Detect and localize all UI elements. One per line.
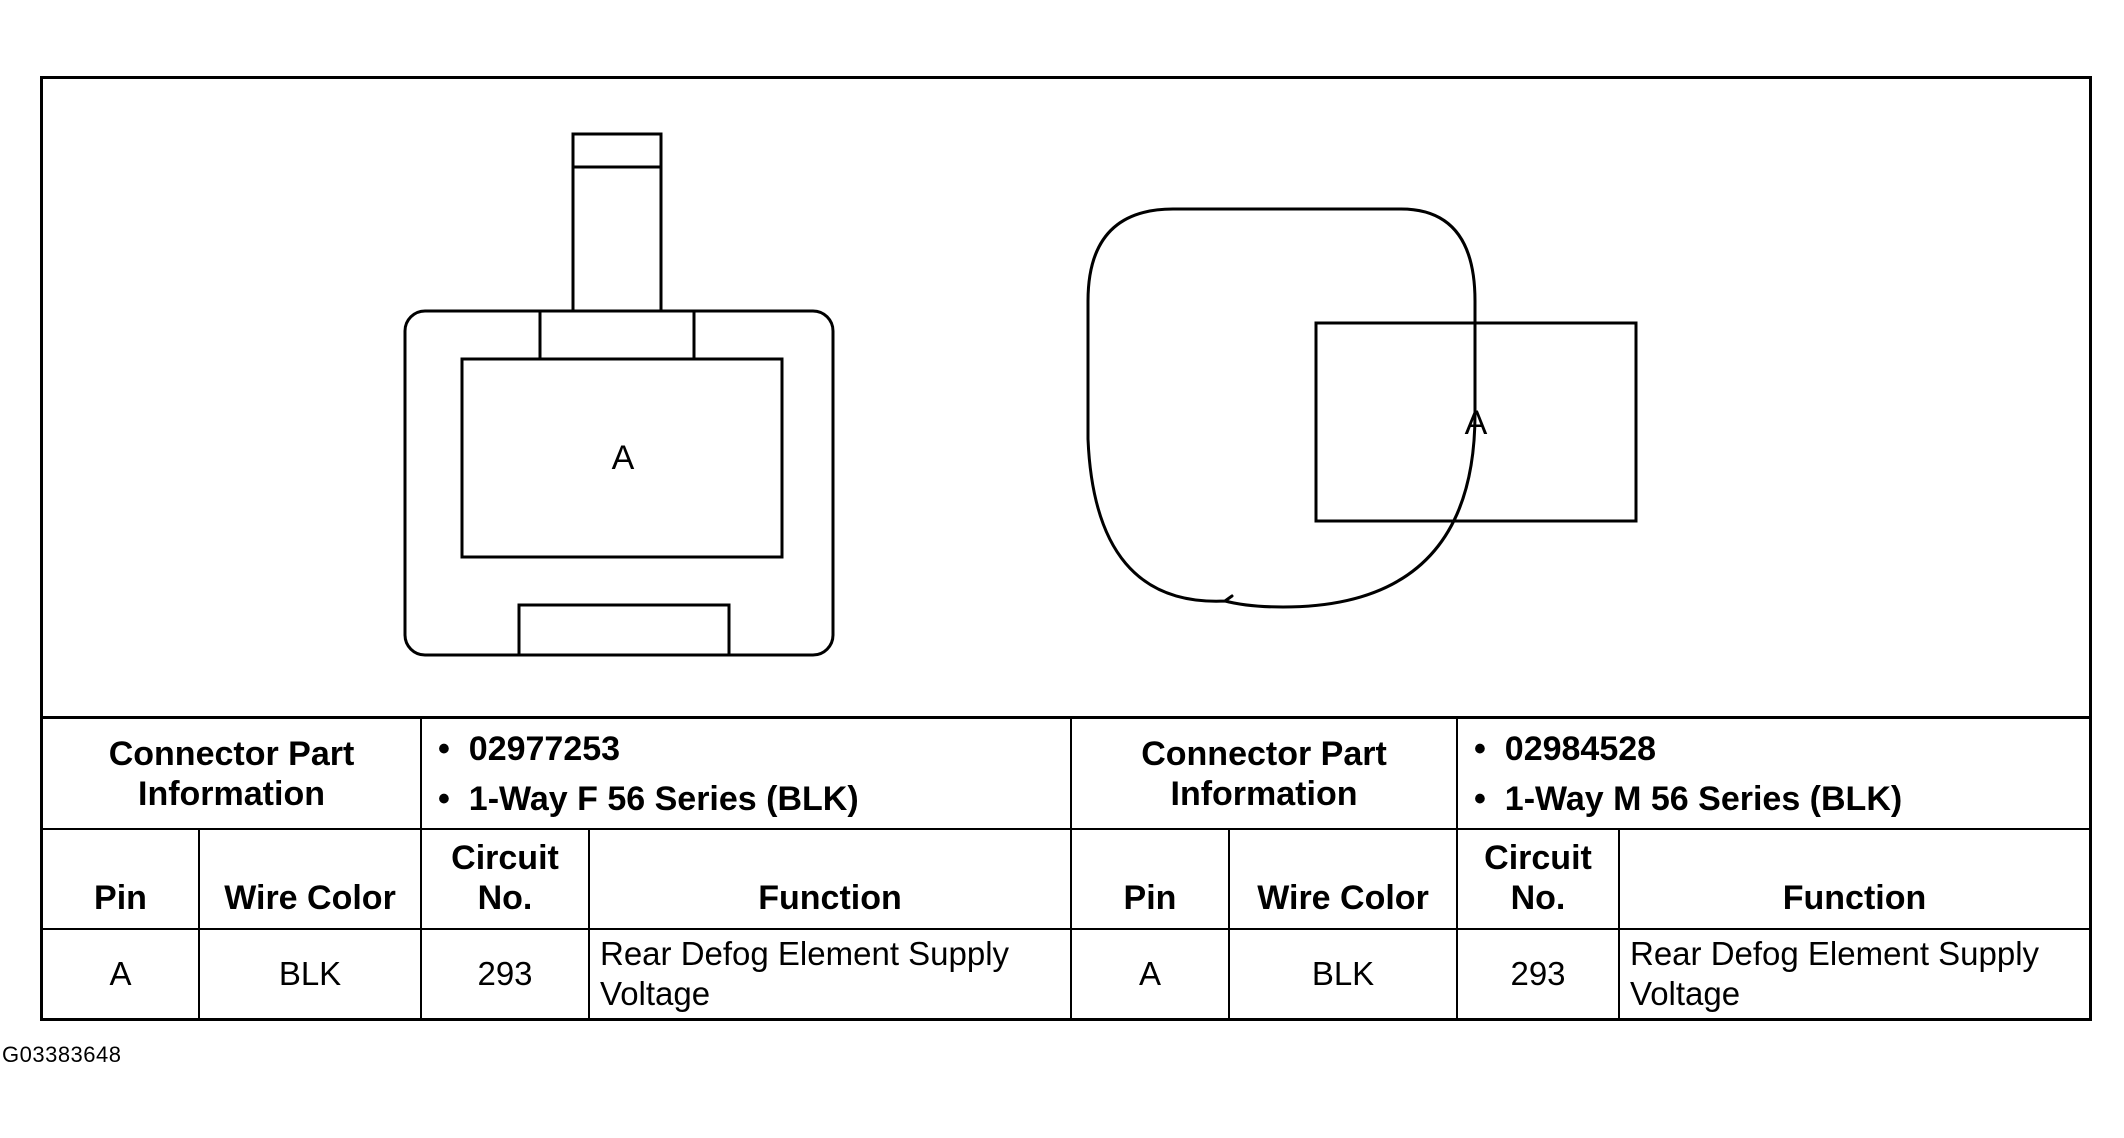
connector-drawing-area: A A [43, 79, 2089, 716]
female-connector-pin-label: A [612, 439, 635, 477]
female-connector-diagram: A [403, 132, 835, 657]
figure-id: G03383648 [2, 1042, 122, 1067]
part-description-1: 1-Way F 56 Series (BLK) [438, 774, 1060, 824]
wire-color-header-2: Wire Color [1228, 828, 1458, 930]
connector-part-info-label-1: Connector Part Information [43, 719, 422, 830]
circuit-header-2: Circuit No. [1456, 828, 1620, 930]
circuit-value-2: 293 [1456, 928, 1620, 1018]
wire-color-value-2: BLK [1228, 928, 1458, 1018]
pin-header-1: Pin [43, 828, 200, 930]
table-row: A BLK 293 Rear Defog Element Supply Volt… [43, 928, 2089, 1018]
female-connector-notch [517, 603, 731, 657]
connector-part-info-1: 02977253 1-Way F 56 Series (BLK) [420, 719, 1072, 830]
part-description-2: 1-Way M 56 Series (BLK) [1474, 774, 2079, 824]
pin-value-2: A [1070, 928, 1230, 1018]
male-connector-diagram: A [1086, 207, 1638, 609]
connector-figure-frame: A A Connector Part Information 02977253 … [40, 76, 2092, 1021]
function-value-2: Rear Defog Element Supply Voltage [1618, 928, 2089, 1018]
part-number-1: 02977253 [438, 724, 1060, 774]
drawing-table-divider [43, 716, 2089, 719]
male-connector-pin-label: A [1465, 404, 1488, 442]
circuit-header-1: Circuit No. [420, 828, 590, 930]
male-connector-body [1086, 207, 1477, 609]
connector-part-info-label-2: Connector Part Information [1070, 719, 1458, 830]
female-connector-cavity [460, 357, 784, 559]
pin-header-2: Pin [1070, 828, 1230, 930]
female-connector-body [403, 309, 835, 657]
function-value-1: Rear Defog Element Supply Voltage [588, 928, 1072, 1018]
wire-color-value-1: BLK [198, 928, 422, 1018]
function-header-1: Function [588, 828, 1072, 930]
connector-part-info-2: 02984528 1-Way M 56 Series (BLK) [1456, 719, 2089, 830]
connector-pinout-table: Connector Part Information 02977253 1-Wa… [43, 719, 2089, 1018]
column-header-row: Pin Wire Color Circuit No. Function Pin … [43, 828, 2089, 930]
function-header-2: Function [1618, 828, 2089, 930]
female-connector-latch [571, 132, 663, 313]
pin-value-1: A [43, 928, 200, 1018]
part-info-row: Connector Part Information 02977253 1-Wa… [43, 719, 2089, 830]
part-number-2: 02984528 [1474, 724, 2079, 774]
circuit-value-1: 293 [420, 928, 590, 1018]
wire-color-header-1: Wire Color [198, 828, 422, 930]
male-connector-cavity [1314, 321, 1638, 523]
